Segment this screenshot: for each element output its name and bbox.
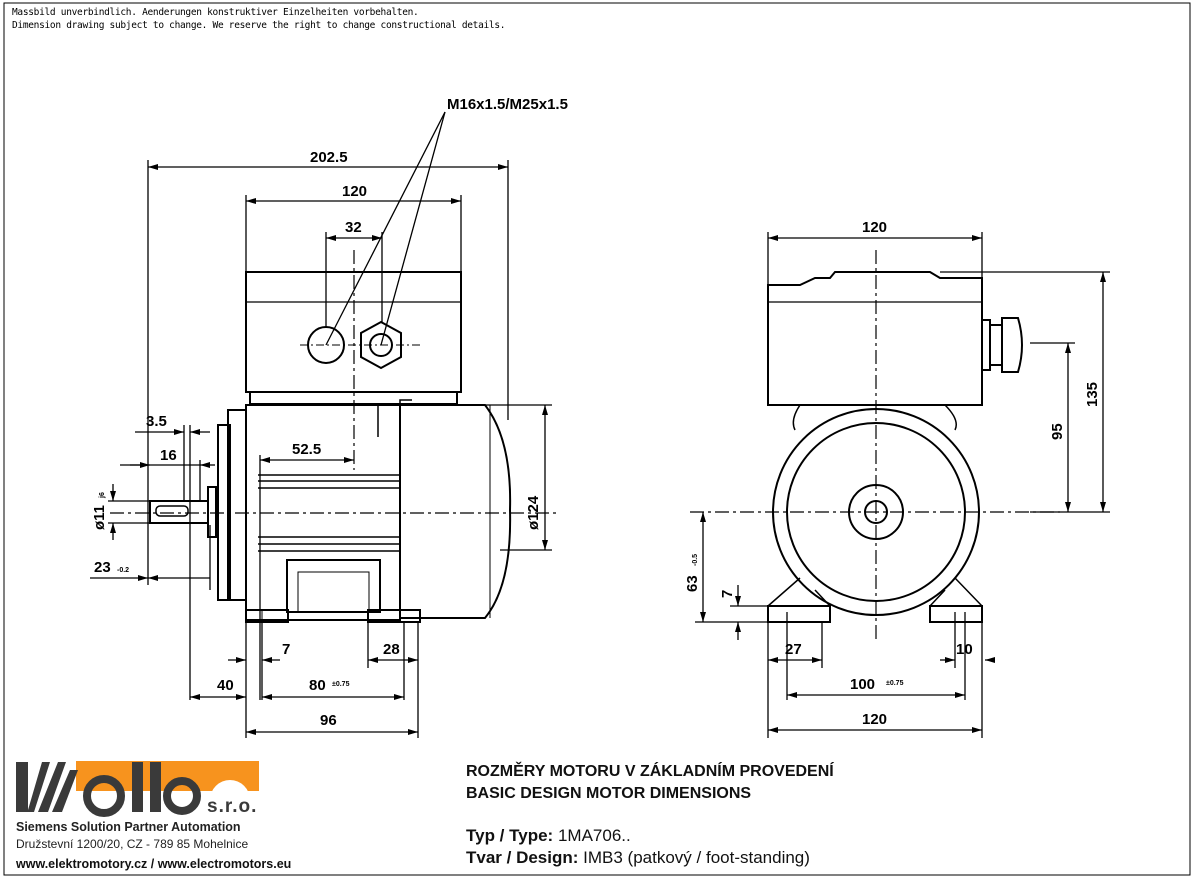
- dim-front-foot-hole: 10: [956, 641, 973, 658]
- dim-foot-thickness: 7: [719, 590, 736, 598]
- disclaimer-de: Massbild unverbindlich. Aenderungen kons…: [12, 7, 419, 18]
- design-row: Tvar / Design: IMB3 (patkový / foot-stan…: [466, 848, 810, 868]
- dim-foot-spacing: 80: [309, 677, 326, 694]
- company-suffix: s.r.o.: [207, 796, 258, 817]
- title-cz: ROZMĚRY MOTORU V ZÁKLADNÍM PROVEDENÍ: [466, 763, 834, 780]
- dim-key-length: 16: [160, 447, 177, 464]
- front-view: [690, 250, 1060, 640]
- dim-foot-length: 96: [320, 712, 337, 729]
- dim-front-foot-width: 27: [785, 641, 802, 658]
- dim-body-dia: ø124: [525, 495, 542, 530]
- company-tagline: Siemens Solution Partner Automation: [16, 820, 241, 834]
- gland-label: M16x1.5/M25x1.5: [447, 96, 568, 113]
- dim-foot-width: 28: [383, 641, 400, 658]
- dim-box-width: 120: [342, 183, 367, 200]
- side-dimension-labels: M16x1.5/M25x1.5 202.5 120 32 52.5 3.5 16…: [91, 96, 568, 729]
- type-label: Typ / Type:: [466, 826, 554, 845]
- design-value: IMB3 (patkový / foot-standing): [583, 848, 810, 867]
- dim-gland-spacing: 32: [345, 219, 362, 236]
- dim-front-box-width: 120: [862, 219, 887, 236]
- side-dimension-lines: [90, 111, 552, 738]
- dim-front-foot-spacing: 100: [850, 676, 875, 693]
- title-en: BASIC DESIGN MOTOR DIMENSIONS: [466, 785, 752, 802]
- dim-shaft-height: 63: [684, 575, 701, 592]
- dim-shaft-to-foot: 40: [217, 677, 234, 694]
- side-view: [110, 250, 560, 623]
- dim-shaft-length-tol: -0.2: [117, 567, 129, 574]
- dim-shaft-length: 23: [94, 559, 111, 576]
- dim-foot-hole: 7: [282, 641, 290, 658]
- front-dimension-lines: [695, 232, 1110, 738]
- front-dimension-labels: 120 135 95 63 -0.5 7 27 10 100 ±0.75 120: [684, 219, 1101, 728]
- dim-gland-height: 95: [1049, 423, 1066, 440]
- drawing-frame: [3, 2, 1191, 876]
- dim-front-foot-spacing-tol: ±0.75: [886, 680, 904, 687]
- dim-shaft-shoulder: 3.5: [146, 413, 167, 430]
- gland-m25-icon: [360, 320, 402, 370]
- dim-gland-offset: 52.5: [292, 441, 321, 458]
- design-label: Tvar / Design:: [466, 848, 579, 867]
- disclaimer-en: Dimension drawing subject to change. We …: [12, 20, 506, 31]
- type-row: Typ / Type: 1MA706..: [466, 826, 631, 846]
- company-logo: [16, 761, 259, 820]
- dim-overall-length: 202.5: [310, 149, 348, 166]
- company-address: Družstevní 1200/20, CZ - 789 85 Mohelnic…: [16, 837, 249, 851]
- dim-total-height: 135: [1084, 382, 1101, 407]
- dim-shaft-dia: ø11: [91, 505, 108, 530]
- company-web-link[interactable]: www.elektromotory.cz / www.electromotors…: [16, 857, 292, 871]
- dim-foot-spacing-tol: ±0.75: [332, 681, 350, 688]
- type-value: 1MA706..: [557, 826, 631, 845]
- dim-shaft-height-tol: -0.5: [692, 554, 699, 566]
- dim-shaft-dia-tol: j6: [99, 492, 106, 499]
- dim-front-overall-width: 120: [862, 711, 887, 728]
